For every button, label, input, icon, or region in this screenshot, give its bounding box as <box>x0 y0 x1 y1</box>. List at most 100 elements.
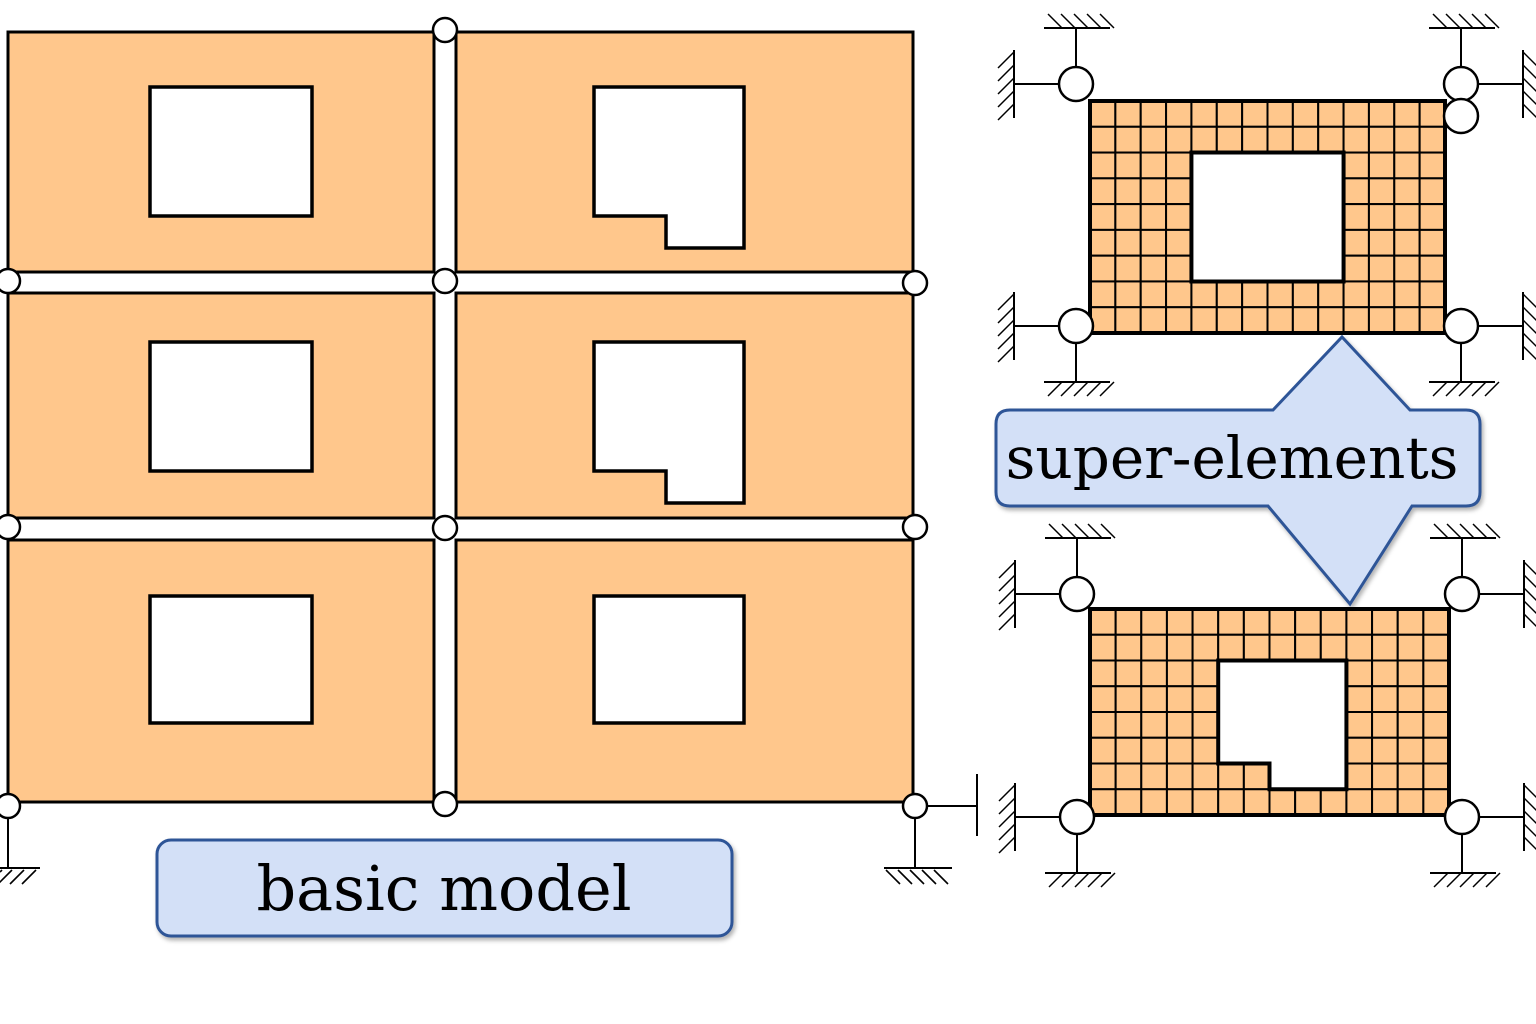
opening-rectangle <box>148 85 314 218</box>
mesh-cell <box>1266 100 1294 128</box>
mesh-cell <box>1217 788 1245 816</box>
hatch-mark <box>1472 872 1488 888</box>
mesh-cell <box>1342 280 1370 309</box>
hatch-mark <box>998 574 1016 592</box>
mesh-cell <box>1114 125 1142 154</box>
mesh-cell <box>1140 685 1168 713</box>
mesh-cell <box>1089 280 1117 309</box>
opening-rectangle <box>592 594 746 725</box>
mesh-cell <box>1342 203 1370 231</box>
mesh-cell <box>1422 608 1451 636</box>
mesh-cell <box>1393 228 1421 257</box>
hatch-mark <box>997 293 1015 311</box>
mesh-cell <box>1140 788 1168 816</box>
mesh-cell <box>1418 254 1446 283</box>
mesh-cell <box>1089 306 1117 335</box>
hatch-mark <box>1522 103 1536 119</box>
mesh-cell <box>1089 736 1117 765</box>
mesh-cell <box>1418 125 1446 154</box>
mesh-cell <box>1422 711 1451 739</box>
mesh-cell <box>1422 633 1451 662</box>
mesh-cell <box>1089 203 1117 231</box>
mesh-cell <box>1291 100 1320 128</box>
super-element-outline <box>1088 607 1451 817</box>
mesh-cell <box>1393 306 1421 335</box>
hatch-mark <box>997 90 1015 108</box>
hinge-icon <box>1057 65 1095 103</box>
mesh-cell <box>1241 100 1269 128</box>
super-element-bottom <box>998 523 1536 888</box>
mesh-cell <box>1089 125 1117 154</box>
mesh-cell <box>1266 125 1294 154</box>
mesh-cell <box>1345 608 1374 636</box>
hatch-mark <box>1446 523 1462 539</box>
mesh-cell <box>1139 228 1168 257</box>
mesh-cell <box>1165 228 1193 257</box>
hatch-mark <box>1523 797 1536 812</box>
mesh-cell <box>1089 228 1117 257</box>
hatch-mark <box>1100 872 1116 888</box>
hatch-marks <box>885 869 949 885</box>
hatch-mark <box>1522 306 1536 322</box>
opening-rectangle <box>148 340 314 473</box>
mesh-cell <box>1140 711 1168 739</box>
mesh-cell <box>1114 659 1143 688</box>
mesh-cell <box>1393 125 1421 154</box>
mesh-cell <box>1371 608 1399 636</box>
mesh-cell <box>1393 203 1421 231</box>
hatch-mark <box>998 613 1016 631</box>
hatch-mark <box>998 587 1016 605</box>
mesh-cell <box>1393 100 1421 128</box>
mesh-cell <box>1396 685 1425 713</box>
mesh-cell <box>1371 736 1399 765</box>
hinge-icon <box>1443 575 1481 613</box>
mesh-cell <box>1294 633 1322 662</box>
hatch-mark <box>1074 523 1090 539</box>
mesh-cell <box>1345 659 1374 688</box>
mesh-cell <box>1165 125 1193 154</box>
mesh-cell <box>1342 254 1370 283</box>
hatch-mark <box>1433 523 1449 539</box>
hinge-icon <box>1058 575 1096 613</box>
hatch-mark <box>1432 13 1448 29</box>
mesh-cell <box>1139 254 1168 283</box>
opening-rectangle <box>148 594 314 725</box>
hatch-mark <box>1522 345 1536 361</box>
mesh-cell <box>1217 762 1245 791</box>
mesh-cell <box>1345 685 1374 713</box>
mesh-cell <box>1242 633 1271 662</box>
hatch-mark <box>1523 600 1536 615</box>
mesh-cell <box>1140 762 1168 791</box>
mesh-cell <box>1165 100 1193 128</box>
mesh-cell <box>1319 633 1348 662</box>
hatch-mark <box>1086 13 1102 29</box>
hatch-mark <box>1087 872 1103 888</box>
hinge-icon <box>1443 798 1481 836</box>
hatch-mark <box>998 600 1016 618</box>
mesh-cell <box>1191 711 1220 739</box>
callout-shape <box>994 334 1482 607</box>
mesh-cell <box>1345 788 1374 816</box>
hatch-mark <box>998 797 1016 815</box>
mesh-cell <box>1191 762 1220 791</box>
mesh-cell <box>1342 100 1370 128</box>
hatch-mark <box>1048 872 1064 888</box>
mesh-cell <box>1139 151 1168 180</box>
mesh-cell <box>1165 736 1194 765</box>
mesh-cell <box>1291 280 1320 309</box>
mesh-cell <box>1371 711 1399 739</box>
opening-l-shape <box>592 340 746 505</box>
super-element-outline <box>1088 99 1447 335</box>
support-right-fixed <box>884 774 978 885</box>
mesh-cell <box>1418 228 1446 257</box>
hatch-mark <box>998 561 1016 579</box>
hatch-mark <box>1459 872 1475 888</box>
hatch-mark <box>1432 381 1448 397</box>
mesh-cell <box>1165 608 1194 636</box>
mesh-cell <box>1217 608 1245 636</box>
mesh-cell <box>1215 306 1244 335</box>
mesh-cell <box>1319 608 1348 636</box>
mesh-cell <box>1367 203 1396 231</box>
mesh-cell <box>1342 306 1370 335</box>
mesh-cell <box>1291 125 1320 154</box>
